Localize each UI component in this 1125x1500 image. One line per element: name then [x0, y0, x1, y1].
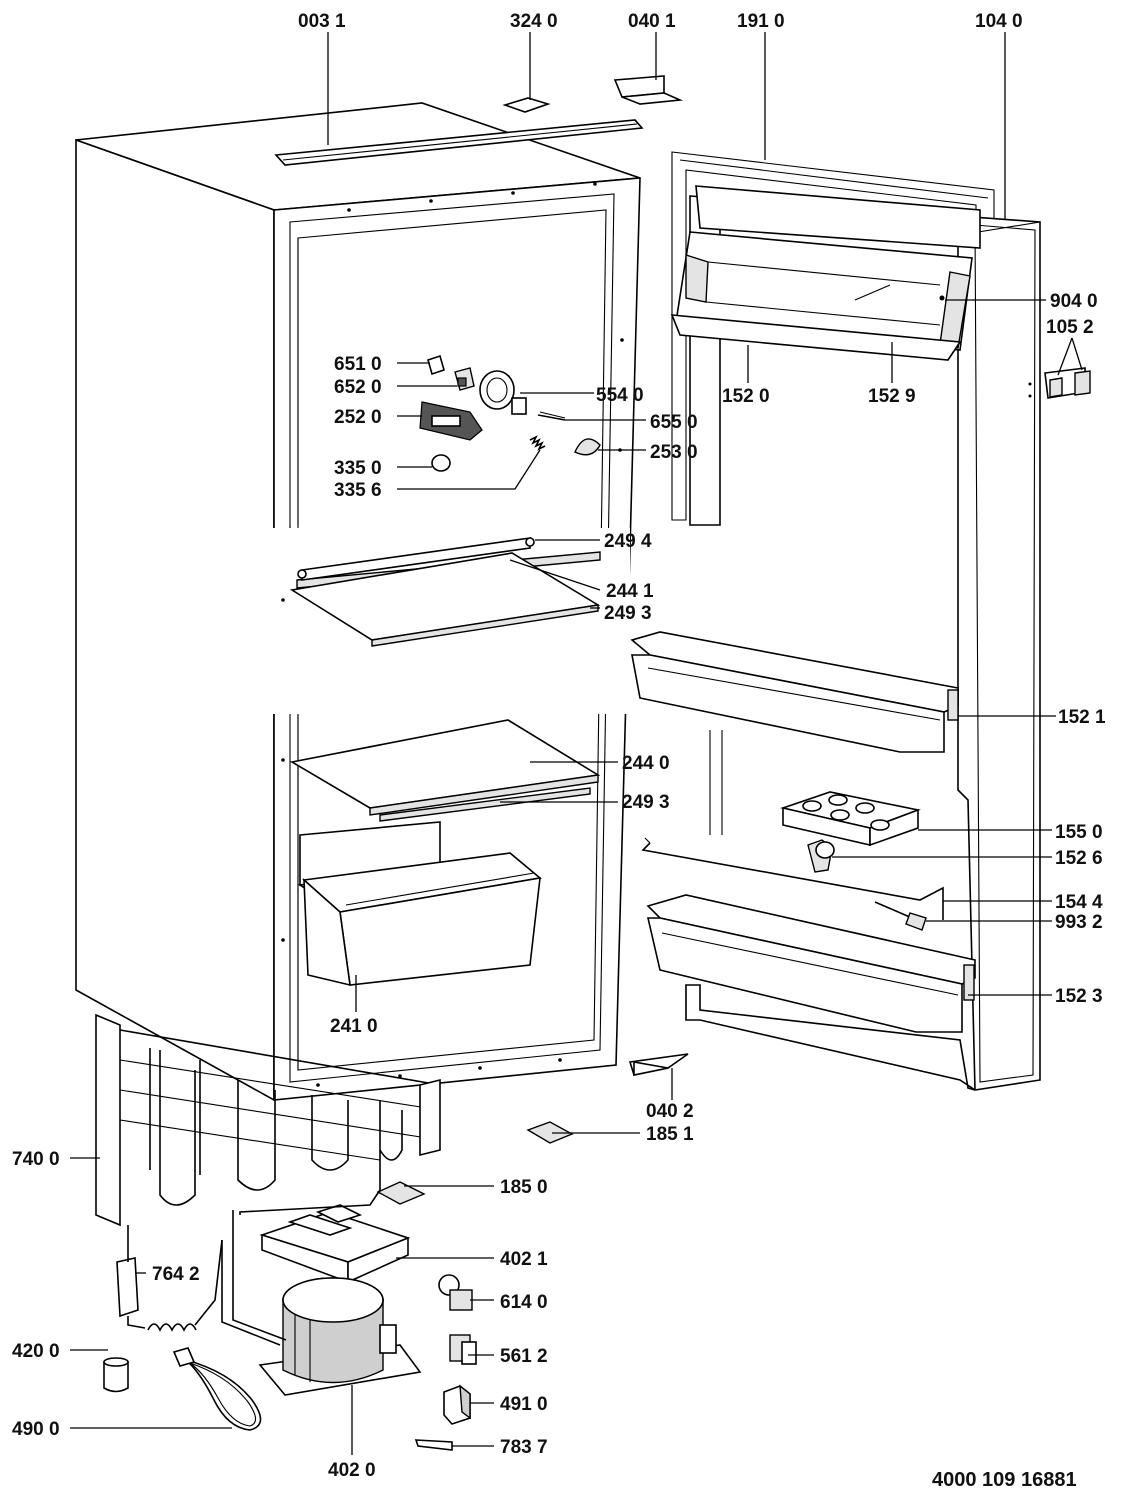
label-152-6: 152 6	[1055, 848, 1103, 869]
sensor-783-7	[414, 1439, 453, 1451]
label-252-0: 252 0	[334, 407, 382, 428]
label-335-0: 335 0	[334, 458, 382, 479]
label-420-0: 420 0	[12, 1341, 60, 1362]
label-040-1: 040 1	[628, 11, 676, 32]
label-652-0: 652 0	[334, 377, 382, 398]
top-rail-003-1	[274, 119, 644, 166]
hinge-040-1	[613, 75, 684, 105]
label-764-2: 764 2	[152, 1264, 200, 1285]
plate-185-0	[376, 1181, 426, 1205]
cover-253-0	[574, 438, 601, 456]
label-249-3-upper: 249 3	[604, 603, 652, 624]
label-335-6: 335 6	[334, 480, 382, 501]
label-491-0: 491 0	[500, 1394, 548, 1415]
door-shelf-152-1	[630, 631, 959, 753]
filter-drier-764-2	[116, 1225, 223, 1332]
plate-185-1	[526, 1121, 574, 1144]
hinge-040-2	[628, 1053, 689, 1076]
thermostat-assembly	[419, 354, 601, 472]
label-402-1: 402 1	[500, 1249, 548, 1270]
label-154-4: 154 4	[1055, 892, 1103, 913]
label-152-3: 152 3	[1055, 986, 1103, 1007]
door-shelf-152-3	[646, 894, 976, 1033]
light-housing-252-0	[419, 401, 483, 441]
label-003-1: 003 1	[298, 11, 346, 32]
crisper-241-0	[297, 821, 542, 987]
part-labels: 003 1 324 0 040 1 191 0 104 0 904 0 105 …	[12, 11, 1106, 1481]
label-155-0: 155 0	[1055, 822, 1103, 843]
drawing-reference-number: 4000 109 16881	[932, 1469, 1077, 1491]
hinge-bracket-324-0	[502, 97, 551, 113]
clip-152-6	[807, 839, 835, 873]
cabinet	[75, 102, 641, 1227]
spring-655-0	[537, 411, 566, 421]
knob-ring-554-0	[479, 370, 527, 415]
label-655-0: 655 0	[650, 412, 698, 433]
label-904-0: 904 0	[1050, 291, 1098, 312]
shelf-244-0	[289, 719, 601, 822]
label-651-0: 651 0	[334, 354, 382, 375]
relay-614-0	[438, 1274, 473, 1311]
label-253-0: 253 0	[650, 442, 698, 463]
label-152-9: 152 9	[868, 386, 916, 407]
lamp-651-0	[427, 354, 445, 376]
label-152-0: 152 0	[722, 386, 770, 407]
egg-tray-155-0	[780, 791, 921, 847]
label-185-0: 185 0	[500, 1177, 548, 1198]
label-244-1: 244 1	[606, 581, 654, 602]
label-490-0: 490 0	[12, 1419, 60, 1440]
label-402-0: 402 0	[328, 1460, 376, 1481]
hinge-105-2	[1028, 367, 1091, 399]
spring-335-6	[529, 435, 546, 451]
power-cord-490-0	[172, 1347, 262, 1431]
knob-335-0	[431, 454, 451, 472]
label-152-1: 152 1	[1058, 707, 1106, 728]
bar-154-4	[641, 837, 944, 920]
label-249-4: 249 4	[604, 531, 652, 552]
label-554-0: 554 0	[596, 385, 644, 406]
cover-491-0	[443, 1384, 471, 1425]
label-185-1: 185 1	[646, 1124, 694, 1145]
condenser-panel	[95, 1013, 441, 1227]
compressor-tray-402-1	[259, 1204, 411, 1284]
label-244-0: 244 0	[622, 753, 670, 774]
tubing	[221, 1150, 381, 1346]
label-783-7: 783 7	[500, 1437, 548, 1458]
label-104-0: 104 0	[975, 11, 1023, 32]
lamp-holder-652-0	[454, 367, 475, 391]
label-191-0: 191 0	[737, 11, 785, 32]
label-105-2: 105 2	[1046, 317, 1094, 338]
capacitor-420-0	[103, 1357, 129, 1393]
label-740-0: 740 0	[12, 1149, 60, 1170]
leader-lines	[70, 32, 1083, 1455]
door	[670, 151, 1091, 1091]
overload-561-2	[449, 1334, 477, 1365]
frame-screw-dots	[281, 182, 624, 1087]
label-249-3-lower: 249 3	[622, 792, 670, 813]
label-614-0: 614 0	[500, 1292, 548, 1313]
compressor-402-0	[258, 1277, 422, 1396]
sensor-993-2	[874, 901, 927, 931]
label-324-0: 324 0	[510, 11, 558, 32]
label-993-2: 993 2	[1055, 912, 1103, 933]
label-241-0: 241 0	[330, 1016, 378, 1037]
shelf-244-1	[289, 537, 601, 647]
label-561-2: 561 2	[500, 1346, 548, 1367]
label-040-2: 040 2	[646, 1101, 694, 1122]
